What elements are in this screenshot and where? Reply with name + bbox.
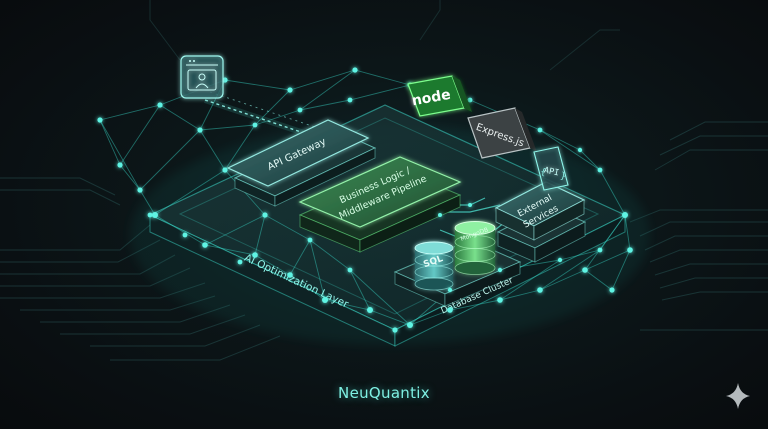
svg-text:{: {: [539, 167, 546, 178]
mesh-nodes: [97, 67, 633, 333]
node-logo-label: node: [411, 87, 452, 110]
sql-database-icon: SQL: [414, 241, 454, 291]
api-badge-label: API: [543, 166, 560, 179]
business-logic-module: Business Logic / Middleware Pipeline: [298, 156, 462, 253]
browser-user-icon: [180, 55, 224, 99]
circuit-traces-top: [149, 0, 620, 71]
sparkle-icon: [726, 383, 750, 409]
express-icon: Express.js: [467, 107, 537, 159]
external-services-module: External Services: [494, 181, 587, 263]
api-code-icon: API { }: [533, 146, 569, 191]
mongodb-database-icon: MongoDB: [454, 221, 496, 275]
circuit-traces-left: [0, 177, 281, 361]
svg-text:}: }: [559, 171, 566, 182]
node-logo-icon: node: [407, 75, 472, 117]
circuit-traces-right: [629, 121, 768, 331]
brand-name: NeuQuantix: [338, 384, 430, 402]
